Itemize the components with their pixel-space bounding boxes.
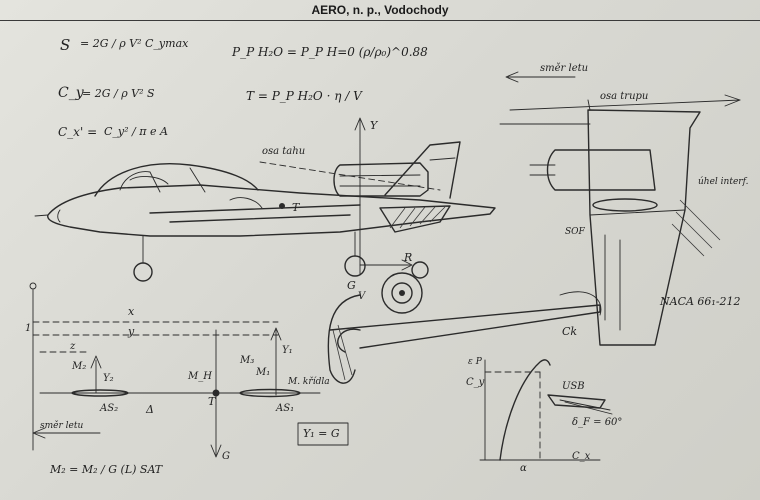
cx-axis-label: C_x: [572, 451, 591, 462]
drag-label: R: [404, 251, 413, 264]
m1-label: M₁: [256, 367, 271, 378]
formula-cy: = 2G / ρ V² S: [82, 87, 155, 100]
force-diagram: [29, 282, 349, 458]
delta-label: Δ: [146, 403, 154, 416]
lift-axis-label: Y: [370, 119, 378, 132]
usb-label: USB: [562, 381, 585, 392]
formula-cx-lhs: C_x' =: [58, 125, 98, 139]
z-dimension-label: z: [70, 341, 76, 352]
reference-one-label: 1: [25, 323, 32, 334]
as2-label: AS₂: [100, 403, 119, 414]
cy-axis-label: C_y: [466, 377, 485, 388]
aircraft-side-view: [34, 117, 496, 282]
formula-cy-lhs: C_y: [58, 85, 84, 101]
formula-thrust: T = P_P H₂O · η / V: [246, 89, 362, 103]
flight-direction-label-bottom: směr letu: [40, 421, 84, 431]
aircraft-front-view: [327, 272, 602, 384]
formula-cx: C_y² / π e A: [104, 125, 168, 138]
thrust-axis-label: osa tahu: [262, 146, 306, 157]
y1-label: Y₁: [282, 345, 293, 356]
y-dimension-label: y: [128, 325, 135, 338]
page-title: AERO, n. p., Vodochody: [311, 3, 449, 17]
cg-point-label: T: [208, 395, 216, 408]
m2-label: M₂: [72, 361, 87, 372]
polar-graph: [479, 359, 613, 461]
wing-planform: [499, 71, 741, 346]
sof-label: SOF: [565, 227, 585, 237]
flap-angle-label: δ_F = 60°: [572, 417, 623, 428]
y2-label: Y₂: [103, 373, 114, 384]
as1-label: AS₁: [276, 403, 295, 414]
alpha-label: α: [520, 463, 527, 474]
moment-equation: M₂ = M₂ / G (L) SAT: [50, 463, 163, 476]
wing-moment-label: M. křídla: [288, 377, 330, 387]
ep-axis-label: ε P: [468, 357, 482, 367]
load-equation: Y₁ = G: [303, 427, 340, 440]
x-dimension-label: x: [128, 305, 135, 318]
ck-label: Ck: [562, 325, 578, 338]
flight-direction-label-top: směr letu: [540, 63, 589, 74]
weight-down-label: G: [222, 451, 230, 462]
naca-airfoil-label: NACA 66₁-212: [660, 295, 741, 308]
fuselage-axis-label: osa trupu: [600, 91, 649, 102]
weight-label: G: [347, 279, 356, 292]
header-divider: [0, 20, 760, 21]
interference-angle-label: úhel interf.: [698, 177, 749, 187]
mh-label: M_H: [188, 371, 212, 382]
formula-pressure: P_P H₂O = P_P H=0 (ρ/ρ₀)^0.88: [232, 45, 428, 59]
cg-label: T: [292, 201, 300, 214]
velocity-label: V: [358, 291, 366, 302]
m3-label: M₃: [240, 355, 255, 366]
formula-wing-area: = 2G / ρ V² C_ymax: [80, 37, 189, 50]
formula-wing-area-lhs: S: [60, 36, 71, 54]
